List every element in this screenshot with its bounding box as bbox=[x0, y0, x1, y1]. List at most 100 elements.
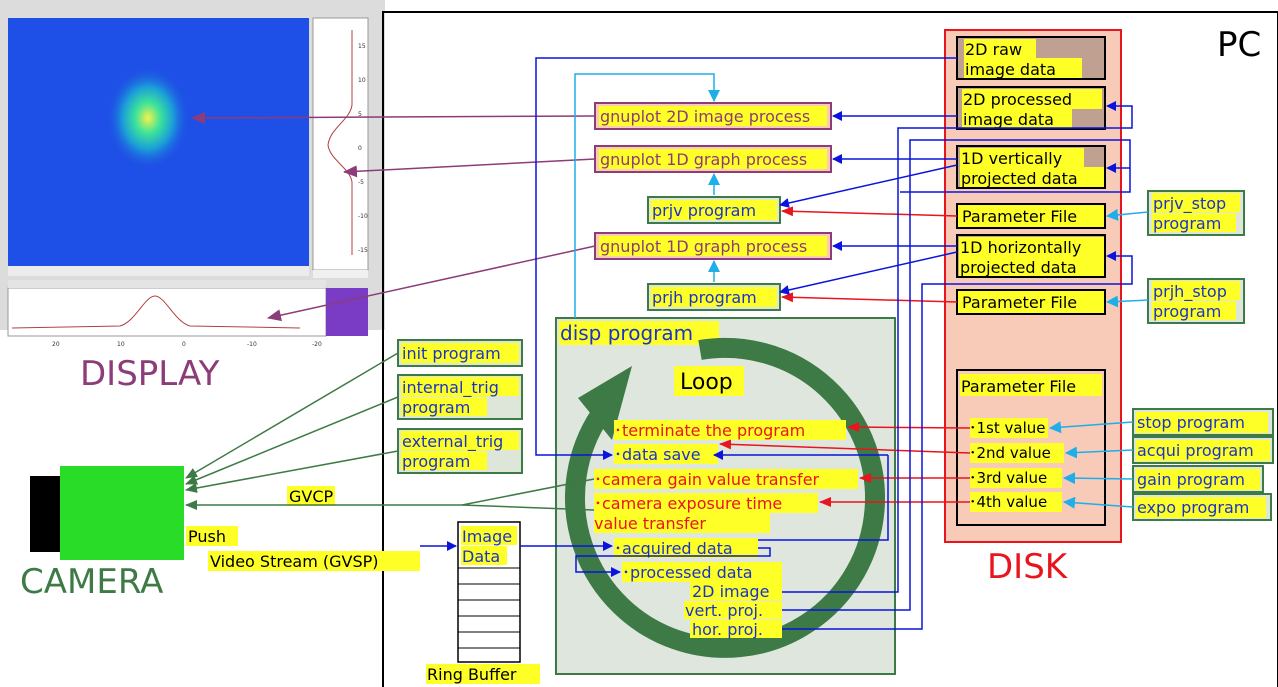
param-value-4: ･4th value bbox=[969, 493, 1047, 511]
step-expo-transfer-line1: ･camera exposure time bbox=[594, 494, 782, 513]
disk-label: DISK bbox=[987, 547, 1069, 587]
gain-program-label: gain program bbox=[1137, 470, 1245, 489]
right-tick-label: 15 bbox=[358, 43, 366, 50]
internal-trig-line2: program bbox=[402, 398, 470, 417]
display-label: DISPLAY bbox=[80, 354, 220, 394]
prjv-stop-line1: prjv_stop bbox=[1153, 194, 1226, 214]
process-gnuplot-1d-h-label: gnuplot 1D graph process bbox=[600, 237, 807, 256]
file-param-prjh-label: Parameter File bbox=[962, 293, 1077, 312]
gvcp-label: GVCP bbox=[289, 487, 334, 506]
loop-label: Loop bbox=[680, 370, 733, 395]
program-internal-trig: internal_trig program bbox=[397, 374, 523, 420]
camera-label: CAMERA bbox=[20, 562, 163, 602]
bottom-tick-label: -20 bbox=[312, 341, 322, 348]
program-prjh-stop: prjh_stop program bbox=[1147, 278, 1245, 324]
blue-arrows bbox=[420, 57, 1133, 630]
file-param-prjv-label: Parameter File bbox=[962, 207, 1077, 226]
file-2d-processed-line2: image data bbox=[963, 110, 1054, 129]
step-data-save: ･data save bbox=[614, 445, 701, 464]
external-trig-line1: external_trig bbox=[402, 432, 503, 452]
bottom-tick-label: -10 bbox=[247, 341, 257, 348]
right-tick-label: -15 bbox=[358, 247, 368, 254]
expo-program-label: expo program bbox=[1137, 498, 1249, 517]
loop-arc bbox=[565, 337, 885, 658]
red-arrows bbox=[719, 206, 971, 507]
loop-arrowhead bbox=[578, 366, 632, 440]
video-stream-label: Video Stream (GVSP) bbox=[210, 552, 379, 571]
camera-lens bbox=[30, 476, 64, 552]
param-value-3: ･3rd value bbox=[969, 469, 1047, 487]
program-gain: gain program bbox=[1132, 465, 1264, 493]
stop-program-label: stop program bbox=[1137, 413, 1245, 432]
right-tick-label: 5 bbox=[358, 111, 362, 118]
horizontal-profile-curve bbox=[11, 295, 301, 329]
internal-trig-line1: internal_trig bbox=[402, 378, 499, 398]
file-1d-vertical-line2: projected data bbox=[961, 169, 1078, 188]
step-processed-data: ･processed data bbox=[622, 563, 753, 582]
file-param-prjh: Parameter File bbox=[956, 289, 1106, 315]
right-tick-label: -10 bbox=[358, 213, 368, 220]
program-acqui: acqui program bbox=[1132, 436, 1274, 464]
file-1d-vertical: 1D vertically projected data bbox=[956, 145, 1106, 189]
camera-control-arrows bbox=[185, 352, 595, 511]
process-prjh-label: prjh program bbox=[652, 288, 757, 307]
step-acquired-data: ･acquired data bbox=[614, 539, 733, 558]
bottom-tick-label: 0 bbox=[182, 341, 186, 348]
file-2d-raw-line2: image data bbox=[965, 60, 1056, 79]
pc-label: PC bbox=[1217, 25, 1261, 65]
push-label: Push bbox=[188, 527, 226, 546]
cyan-arrows bbox=[574, 73, 1149, 509]
file-1d-horizontal-line1: 1D horizontally bbox=[960, 238, 1081, 257]
file-1d-horizontal: 1D horizontally projected data bbox=[956, 234, 1106, 278]
parameter-file-main: Parameter File ･1st value ･2nd value ･3r… bbox=[956, 369, 1106, 526]
ring-buffer: Image Data Ring Buffer bbox=[426, 521, 540, 684]
step-terminate: ･terminate the program bbox=[614, 421, 805, 440]
beam-spot bbox=[106, 66, 190, 170]
bottom-tick-label: 10 bbox=[117, 341, 125, 348]
ring-buffer-title-line2: Data bbox=[462, 547, 500, 566]
file-1d-vertical-line1: 1D vertically bbox=[961, 149, 1062, 168]
display-arrows bbox=[191, 111, 596, 322]
acqui-program-label: acqui program bbox=[1137, 441, 1254, 460]
program-prjv-stop: prjv_stop program bbox=[1147, 190, 1245, 236]
program-external-trig: external_trig program bbox=[397, 428, 523, 474]
program-expo: expo program bbox=[1132, 493, 1272, 521]
prjh-stop-line1: prjh_stop bbox=[1153, 282, 1227, 302]
ring-buffer-label: Ring Buffer bbox=[427, 665, 517, 684]
process-prjh: prjh program bbox=[647, 283, 781, 311]
right-tick-label: -5 bbox=[358, 179, 364, 186]
pc-boundary bbox=[382, 11, 1278, 687]
step-expo-transfer-line2: value transfer bbox=[594, 514, 706, 533]
output-hor-proj: hor. proj. bbox=[692, 620, 763, 639]
process-gnuplot-2d-label: gnuplot 2D image process bbox=[600, 107, 810, 126]
step-gain-transfer: ･camera gain value transfer bbox=[594, 470, 820, 489]
colorbar bbox=[326, 288, 368, 336]
parameter-file-title: Parameter File bbox=[961, 377, 1076, 396]
process-gnuplot-1d-v: gnuplot 1D graph process bbox=[594, 145, 832, 173]
file-2d-processed: 2D processed image data bbox=[956, 86, 1106, 130]
bottom-tick-label: 20 bbox=[52, 341, 60, 348]
file-1d-horizontal-line2: projected data bbox=[960, 258, 1077, 277]
init-program-label: init program bbox=[402, 344, 501, 363]
right-tick-label: 0 bbox=[358, 145, 362, 152]
file-param-prjv: Parameter File bbox=[956, 203, 1106, 229]
process-prjv: prjv program bbox=[647, 196, 781, 224]
prjh-stop-line2: program bbox=[1153, 302, 1221, 321]
program-stop: stop program bbox=[1132, 408, 1274, 436]
output-2d-image: 2D image bbox=[692, 582, 769, 601]
external-trig-line2: program bbox=[402, 452, 470, 471]
process-gnuplot-2d: gnuplot 2D image process bbox=[594, 102, 832, 130]
process-gnuplot-1d-h: gnuplot 1D graph process bbox=[594, 232, 832, 260]
output-vert-proj: vert. proj. bbox=[685, 601, 763, 620]
process-gnuplot-1d-v-label: gnuplot 1D graph process bbox=[600, 150, 807, 169]
camera-body bbox=[60, 466, 184, 560]
prjv-stop-line2: program bbox=[1153, 214, 1221, 233]
file-2d-processed-line1: 2D processed bbox=[963, 90, 1072, 109]
ring-buffer-title-line1: Image bbox=[462, 527, 512, 546]
process-prjv-label: prjv program bbox=[652, 201, 756, 220]
param-value-1: ･1st value bbox=[969, 419, 1045, 437]
disp-program-title: disp program bbox=[560, 321, 693, 345]
file-2d-raw-line1: 2D raw bbox=[965, 40, 1022, 59]
